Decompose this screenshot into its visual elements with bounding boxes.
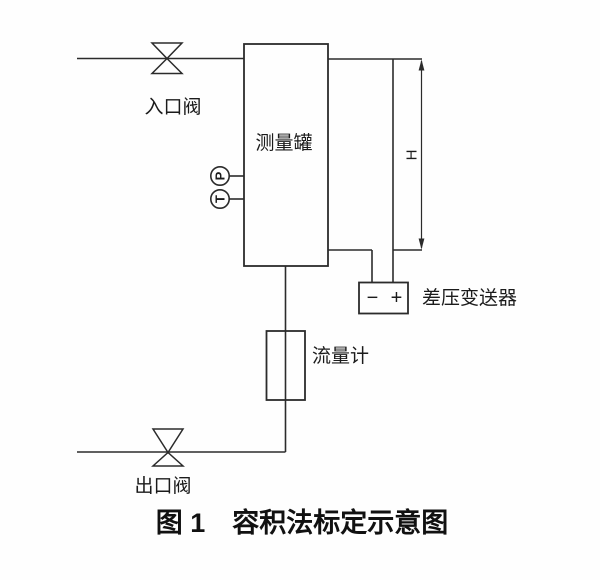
measuring-tank-label: 测量罐 <box>255 132 312 154</box>
dp-transmitter-group: − + 差压变送器 <box>358 281 517 315</box>
figure-caption: 图 1 容积法标定示意图 <box>156 507 449 538</box>
dimension-arrow-up-icon <box>418 59 425 71</box>
dp-transmitter-label: 差压变送器 <box>422 287 517 309</box>
measuring-tank-group: 测量罐 <box>243 43 329 267</box>
flow-meter-group: 流量计 <box>265 330 369 401</box>
inlet-valve-symbol <box>150 42 184 75</box>
temperature-gauge-icon <box>210 189 231 210</box>
dp-transmitter-plus-sign: + <box>391 287 403 309</box>
measuring-tank <box>243 43 329 267</box>
outlet-valve-label: 出口阀 <box>134 475 191 497</box>
temperature-gauge-letter: T <box>213 195 228 203</box>
flow-meter-label: 流量计 <box>312 345 369 367</box>
flow-meter-box <box>265 330 306 401</box>
height-dimension-group: H <box>404 59 425 250</box>
pressure-gauge-letter: P <box>213 171 228 180</box>
pressure-gauge-group: P <box>210 166 244 187</box>
inlet-valve-label: 入口阀 <box>144 96 201 118</box>
dp-transmitter-box <box>358 281 409 315</box>
temperature-gauge-group: T <box>210 189 244 210</box>
outlet-valve-symbol <box>151 428 185 467</box>
outlet-valve-group: 出口阀 <box>134 428 192 497</box>
dimension-arrow-down-icon <box>418 238 425 250</box>
height-dimension-label: H <box>404 150 421 161</box>
dp-transmitter-minus-sign: − <box>367 287 379 309</box>
inlet-valve-group: 入口阀 <box>144 42 202 118</box>
pressure-gauge-icon <box>210 166 231 187</box>
